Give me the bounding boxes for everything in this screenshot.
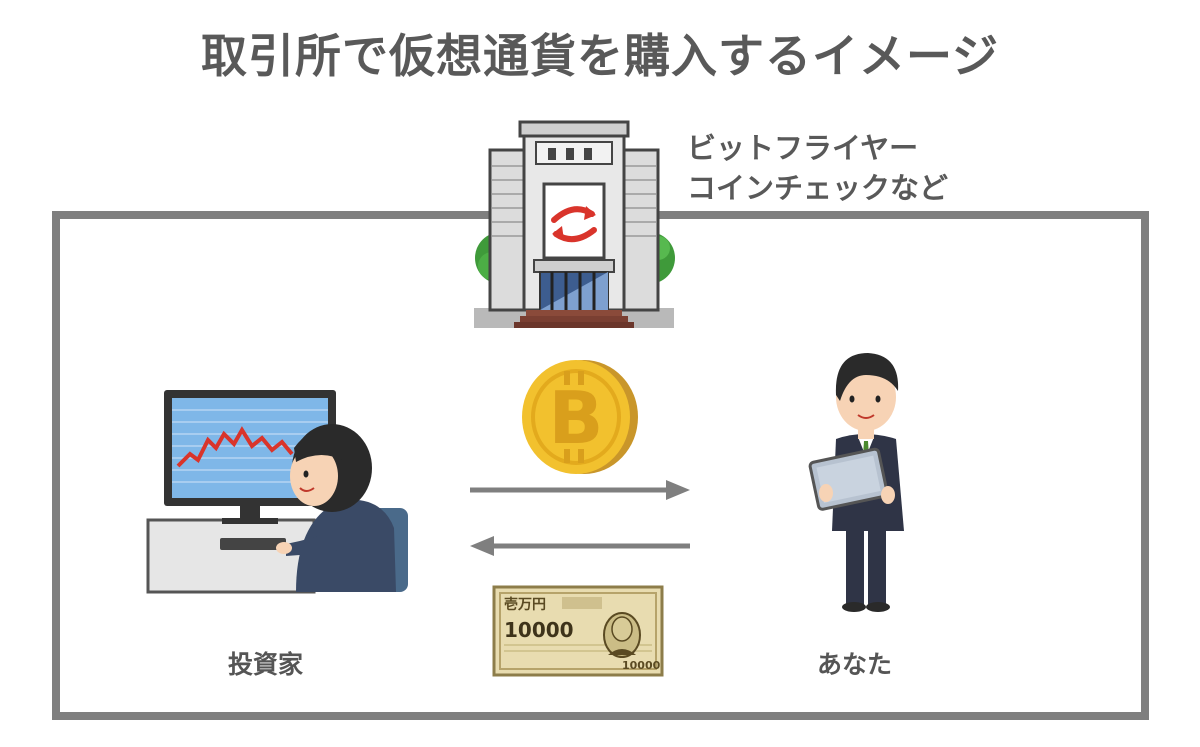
svg-text:B: B (549, 376, 604, 460)
businessman-with-tablet-icon (808, 345, 924, 615)
investor-label: 投資家 (228, 645, 303, 681)
investor-at-computer-icon (146, 388, 412, 594)
exchange-label: ビットフライヤー コインチェックなど (687, 128, 948, 208)
banknote-value: 10000 (504, 618, 574, 642)
exchange-building-icon (470, 118, 680, 333)
arrow-to-investor (468, 536, 692, 556)
banknote-header: 壱万円 (504, 596, 546, 613)
diagram-title: 取引所で仮想通貨を購入するイメージ (0, 20, 1200, 86)
exchange-label-line1: ビットフライヤー (687, 128, 948, 168)
arrow-to-you (468, 480, 692, 500)
exchange-label-line2: コインチェックなど (687, 168, 948, 208)
banknote-value-small: 10000 (622, 659, 661, 672)
banknote-icon: 壱万円 10000 10000 (492, 585, 664, 677)
bitcoin-coin-icon: B (518, 357, 640, 477)
you-label: あなた (817, 645, 892, 681)
